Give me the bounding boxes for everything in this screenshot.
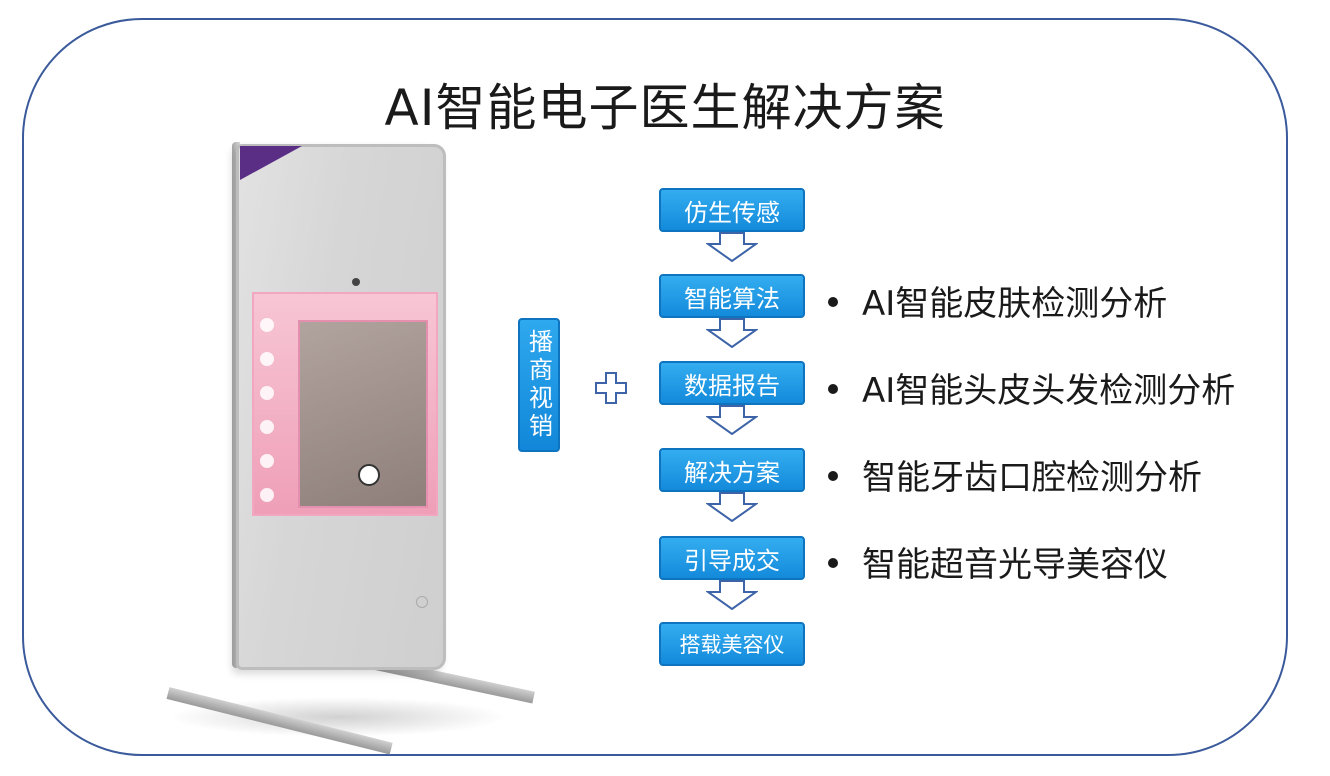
down-arrow-icon xyxy=(706,232,758,262)
side-label-box: 播商视销 xyxy=(518,318,560,452)
down-arrow-icon xyxy=(706,492,758,522)
down-arrow-icon xyxy=(706,405,758,435)
camera-icon xyxy=(358,464,380,486)
rounded-frame xyxy=(22,18,1288,756)
step-box: 搭载美容仪 xyxy=(659,622,805,666)
bullet-icon xyxy=(828,296,838,307)
feature-text: AI智能头皮头发检测分析 xyxy=(862,371,1236,411)
down-arrow-icon xyxy=(706,318,758,348)
screen-menu-icon xyxy=(260,318,274,332)
screen-menu-icon xyxy=(260,420,274,434)
feature-item: 智能牙齿口腔检测分析 xyxy=(828,450,1202,499)
screen-menu-icon xyxy=(260,454,274,468)
step-box: 仿生传感 xyxy=(659,188,805,232)
feature-item: AI智能头皮头发检测分析 xyxy=(828,363,1235,412)
feature-item: AI智能皮肤检测分析 xyxy=(828,276,1167,325)
camera-lens xyxy=(352,278,360,286)
feature-text: AI智能皮肤检测分析 xyxy=(862,284,1168,324)
step-box: 数据报告 xyxy=(659,361,805,405)
screen-menu-icon xyxy=(260,352,274,366)
plus-icon xyxy=(595,372,627,404)
screen-menu-icon xyxy=(260,488,274,502)
bullet-icon xyxy=(828,470,838,481)
down-arrow-icon xyxy=(706,580,758,610)
step-box: 解决方案 xyxy=(659,448,805,492)
feature-item: 智能超音光导美容仪 xyxy=(828,537,1168,586)
page-title: AI智能电子医生解决方案 xyxy=(384,79,946,137)
bullet-icon xyxy=(828,383,838,394)
step-box: 引导成交 xyxy=(659,536,805,580)
home-button xyxy=(416,596,428,608)
smart-mirror-device-image xyxy=(148,142,538,755)
screen-menu-icon xyxy=(260,386,274,400)
bullet-icon xyxy=(828,557,838,568)
step-box: 智能算法 xyxy=(659,274,805,318)
feature-text: 智能牙齿口腔检测分析 xyxy=(862,458,1202,498)
feature-text: 智能超音光导美容仪 xyxy=(862,545,1168,585)
